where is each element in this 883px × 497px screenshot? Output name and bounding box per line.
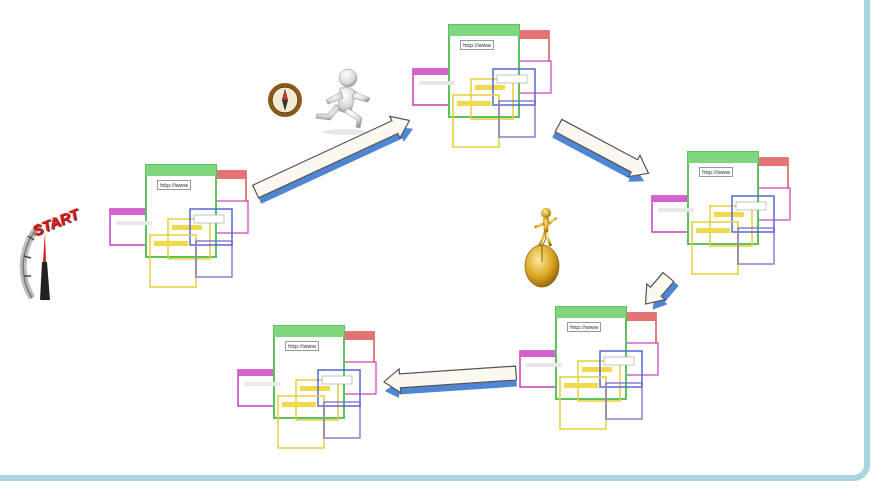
browser-window-cluster: http://www xyxy=(652,152,794,274)
compass-icon xyxy=(268,83,302,117)
address-text: http://www xyxy=(699,167,733,177)
mouse-rider xyxy=(525,208,559,287)
flow-arrow xyxy=(646,273,679,310)
flow-arrow xyxy=(552,119,648,181)
arrow-shadow xyxy=(552,130,644,182)
arrow-band xyxy=(253,116,410,198)
arrow-band xyxy=(555,119,648,176)
address-text: http://www xyxy=(157,180,191,190)
arrow-shadow xyxy=(258,127,414,204)
browser-window-cluster: http://www xyxy=(110,165,252,287)
browser-window-cluster: http://www xyxy=(238,326,380,448)
flow-arrow xyxy=(384,366,517,398)
address-text: http://www xyxy=(567,322,601,332)
arrow-shadow xyxy=(652,280,678,310)
arrow-band xyxy=(646,273,674,305)
address-text: http://www xyxy=(285,341,319,351)
arrow-shadow xyxy=(385,378,517,399)
browser-window-cluster: http://www xyxy=(413,25,555,147)
browser-window-cluster: http://www xyxy=(520,307,662,429)
address-text: http://www xyxy=(460,40,494,50)
running-figure xyxy=(316,69,370,128)
flow-arrow xyxy=(253,116,413,204)
arrow-band xyxy=(384,366,517,393)
gauge-label: START xyxy=(30,205,81,239)
